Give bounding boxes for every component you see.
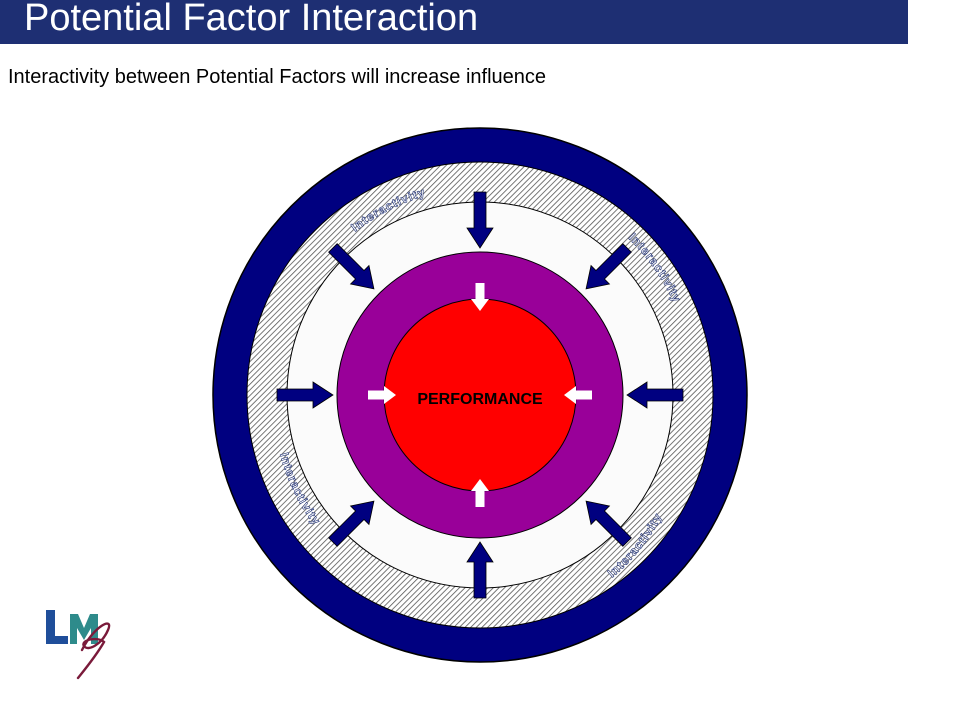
title-bar: Potential Factor Interaction xyxy=(0,0,908,44)
outer-arrow-bottom-right xyxy=(585,500,632,547)
outer-arrows xyxy=(276,191,684,599)
page-subtitle: Interactivity between Potential Factors … xyxy=(8,66,547,88)
logo-l-shape xyxy=(46,610,68,644)
inner-arrows xyxy=(368,283,592,507)
outer-arrow-top-right xyxy=(585,243,632,290)
inner-arrow-right xyxy=(564,386,592,404)
logo-script-mark xyxy=(76,622,111,680)
company-logo xyxy=(46,610,111,680)
inner-arrow-top xyxy=(471,283,489,311)
outer-arrow-top xyxy=(466,191,494,249)
outer-arrow-bottom xyxy=(466,541,494,599)
outer-arrow-bottom-left xyxy=(328,500,375,547)
inner-arrow-left xyxy=(368,386,396,404)
outer-arrow-right xyxy=(626,381,684,409)
outer-arrow-top-left xyxy=(328,243,375,290)
center-label: PERFORMANCE xyxy=(417,391,543,408)
page-title: Potential Factor Interaction xyxy=(24,0,479,39)
inner-arrow-bottom xyxy=(471,479,489,507)
outer-arrow-left xyxy=(276,381,334,409)
